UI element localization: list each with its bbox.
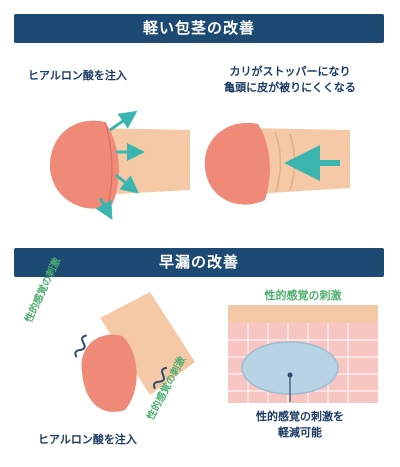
glans-left xyxy=(49,120,119,209)
label-reduce-line1: 性的感覚の刺激を xyxy=(256,410,344,423)
skin-layer xyxy=(228,305,378,323)
label-injection-top: ヒアルロン酸を注入 xyxy=(28,69,127,82)
wave-icon xyxy=(153,366,168,390)
arrow-icon xyxy=(115,173,139,194)
illustration-tissue xyxy=(228,305,378,403)
section-title-pe: 早漏の改善 xyxy=(14,248,384,277)
glans-pe xyxy=(81,334,137,412)
shaft-pe xyxy=(100,292,195,395)
illustration-pe-injection xyxy=(74,292,195,412)
illustration-injection xyxy=(49,110,190,220)
wave-icon xyxy=(74,334,87,358)
label-injection-bottom: ヒアルロン酸を注入 xyxy=(38,433,137,446)
illustration-stopper xyxy=(204,122,350,205)
glans-right xyxy=(204,122,270,205)
arrow-icon xyxy=(109,110,138,132)
label-stopper-line1: カリがストッパーになり xyxy=(229,65,351,78)
label-reduce: 性的感覚の刺激を 軽減可能 xyxy=(256,409,344,441)
label-stopper-line2: 亀頭に皮が被りにくくなる xyxy=(224,81,356,94)
section-title-phimosis: 軽い包茎の改善 xyxy=(14,14,384,43)
caption-stimulus-right: 性的感覚の刺激 xyxy=(264,289,342,302)
label-stopper: カリがストッパーになり 亀頭に皮が被りにくくなる xyxy=(224,64,356,96)
label-reduce-line2: 軽減可能 xyxy=(278,426,322,439)
arrow-icon xyxy=(95,197,113,220)
